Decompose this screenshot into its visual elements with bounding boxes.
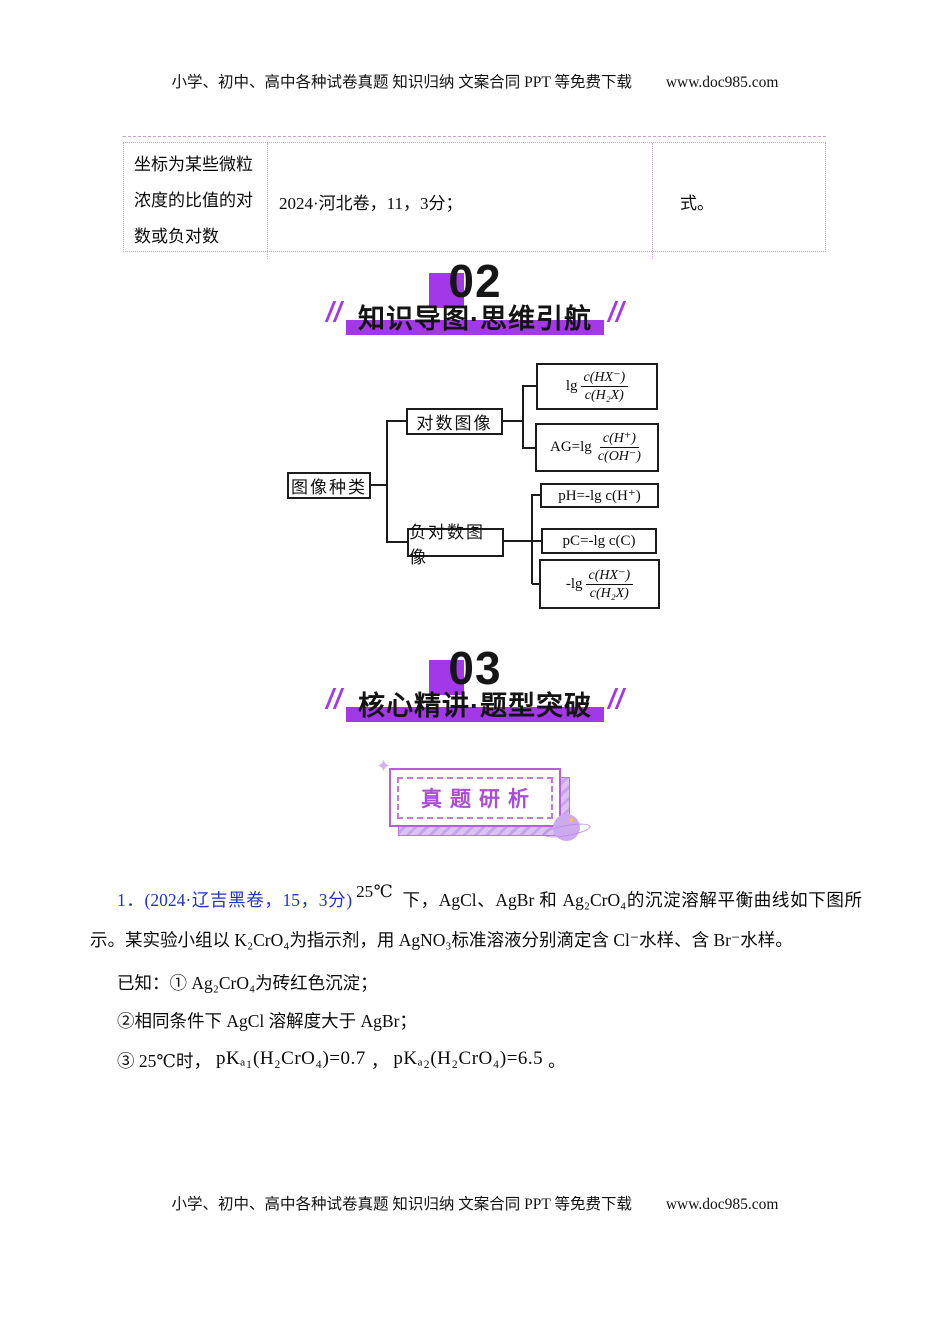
connector-line [523,385,536,387]
section-02-heading: 02 知识导图·思维引航 [0,256,950,336]
connector-line [387,420,406,422]
pka2-formula: pKₐ₂(H₂CrO₄)=6.5 [393,1048,544,1069]
question-reference: 1．(2024·辽吉黑卷，15，3分) [117,890,353,910]
connector-line [503,420,523,422]
table-cell-note: 式。 [680,193,714,213]
sparkle-icon: ✦ [376,756,392,776]
section-title: 知识导图·思维引航 [358,304,592,334]
page-footer: 小学、初中、高中各种试卷真题 知识归纳 文案合同 PPT 等免费下载 www.d… [0,1192,950,1214]
connector-line [522,385,524,449]
diagram-root-box: 图像种类 [287,472,371,499]
mindmap-diagram: 图像种类 对数图像 负对数图像 lg c(HX⁻) c(H₂X) AG=lg c… [285,358,677,618]
footer-text: 小学、初中、高中各种试卷真题 知识归纳 文案合同 PPT 等免费下载 [171,1196,632,1213]
diagram-neglog-branch-box: 负对数图像 [407,523,504,567]
fraction: c(HX⁻) c(H₂X) [585,567,634,602]
pka1-formula: pKₐ₁(H₂CrO₄)=0.7 [215,1048,366,1069]
table-row-divider [123,136,826,137]
badge-label: 真题研析 [421,787,537,811]
page-header: 小学、初中、高中各种试卷真题 知识归纳 文案合同 PPT 等免费下载 www.d… [0,70,950,92]
connector-line [532,494,540,496]
right-slashes-icon [606,688,626,714]
section-number-wrap: 02 [429,255,502,308]
section-number-wrap: 03 [429,642,502,695]
section-number: 03 [448,642,502,694]
formula-box-ph: pH=-lg c(H⁺) [540,483,659,508]
temperature-formula: 25℃ [356,882,394,901]
summary-table: 坐标为某些微粒浓度的比值的对数或负对数 2024·河北卷，11，3分； 式。 [123,142,826,259]
header-text: 小学、初中、高中各种试卷真题 知识归纳 文案合同 PPT 等免费下载 [171,74,632,91]
connector-line [504,540,541,542]
diagram-log-branch-box: 对数图像 [406,408,503,435]
connector-line [532,583,539,585]
badge-box: 真题研析 [389,768,561,827]
formula-box-neglg-ratio: -lg c(HX⁻) c(H₂X) [539,559,660,609]
table-cell-topic: 坐标为某些微粒浓度的比值的对数或负对数 [124,143,268,259]
formula-box-lg-ratio: lg c(HX⁻) c(H₂X) [536,363,658,410]
connector-line [386,420,388,543]
connector-line [523,447,535,449]
left-slashes-icon [324,688,344,714]
question-intro-text: 下，AgCl、AgBr 和 Ag₂CrO₄的沉淀溶解平衡曲线如下图所示。某实验小… [90,890,862,950]
section-number-square [429,660,465,695]
fraction: c(HX⁻) c(H₂X) [580,369,629,404]
known-item-2: ②相同条件下 AgCl 溶解度大于 AgBr； [117,1011,417,1031]
right-slashes-icon [606,301,626,327]
formula-box-pc: pC=-lg c(C) [541,528,657,554]
known3-prefix: ③ 25℃时， [117,1051,211,1071]
section-number-square [429,273,465,308]
known3-separator: ， [370,1051,389,1071]
header-site-link[interactable]: www.doc985.com [665,74,779,91]
table-cell-source: 2024·河北卷，11，3分； [268,143,653,259]
planet-icon [553,814,580,841]
connector-line [371,484,387,486]
known3-end: 。 [548,1051,566,1071]
section-title: 核心精讲·题型突破 [358,691,592,721]
badge-dashed-frame: 真题研析 [397,776,553,819]
footer-site-link[interactable]: www.doc985.com [665,1196,779,1213]
section-03-heading: 03 核心精讲·题型突破 [0,643,950,723]
fraction: c(H⁺) c(OH⁻) [597,431,641,464]
known-item-1: 已知：① Ag₂CrO₄为砖红色沉淀； [117,973,378,993]
known-item-3: ③ 25℃时，pKₐ₁(H₂CrO₄)=0.7，pKₐ₂(H₂CrO₄)=6.5… [90,1040,862,1080]
title-highlight-bar [346,707,604,722]
section-number: 02 [448,255,502,307]
connector-line [387,541,407,543]
formula-box-ag: AG=lg c(H⁺) c(OH⁻) [535,423,659,472]
left-slashes-icon [324,301,344,327]
true-question-analysis-badge: 真题研析 ✦ [376,757,580,841]
title-highlight-bar [346,320,604,335]
connector-line [531,494,533,584]
